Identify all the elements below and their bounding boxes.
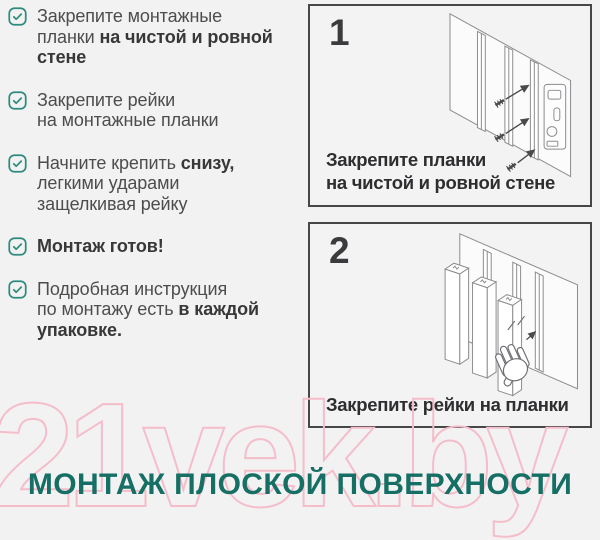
check-icon: [8, 7, 27, 26]
wall-strips: [482, 248, 544, 373]
mounting-strips: [476, 30, 539, 161]
level-tool-icon: [543, 83, 567, 150]
step-number-2: 2: [329, 230, 350, 271]
snap-arrow-icon: [526, 331, 537, 341]
impact-lines-icon: [507, 315, 525, 331]
step-1-diagram: [449, 13, 572, 178]
step-panel-1: 1: [308, 4, 592, 207]
main-heading: МОНТАЖ ПЛОСКОЙ ПОВЕРХНОСТИ: [27, 468, 573, 501]
check-icon: [8, 153, 27, 173]
step-panel-2: 2: [308, 222, 592, 428]
step-2-caption: Закрепите рейки на планки: [326, 394, 569, 415]
check-icon: [8, 90, 27, 110]
checklist-item-text: Монтаж готов!: [37, 236, 164, 256]
hand-icon: [494, 344, 530, 387]
step-number-1: 1: [329, 12, 350, 53]
check-icon: [8, 237, 27, 256]
screw-arrows: [494, 84, 536, 173]
check-icon: [8, 279, 27, 299]
step-2-diagram: [443, 233, 578, 397]
checklist-item: Монтаж готов!: [8, 236, 302, 257]
